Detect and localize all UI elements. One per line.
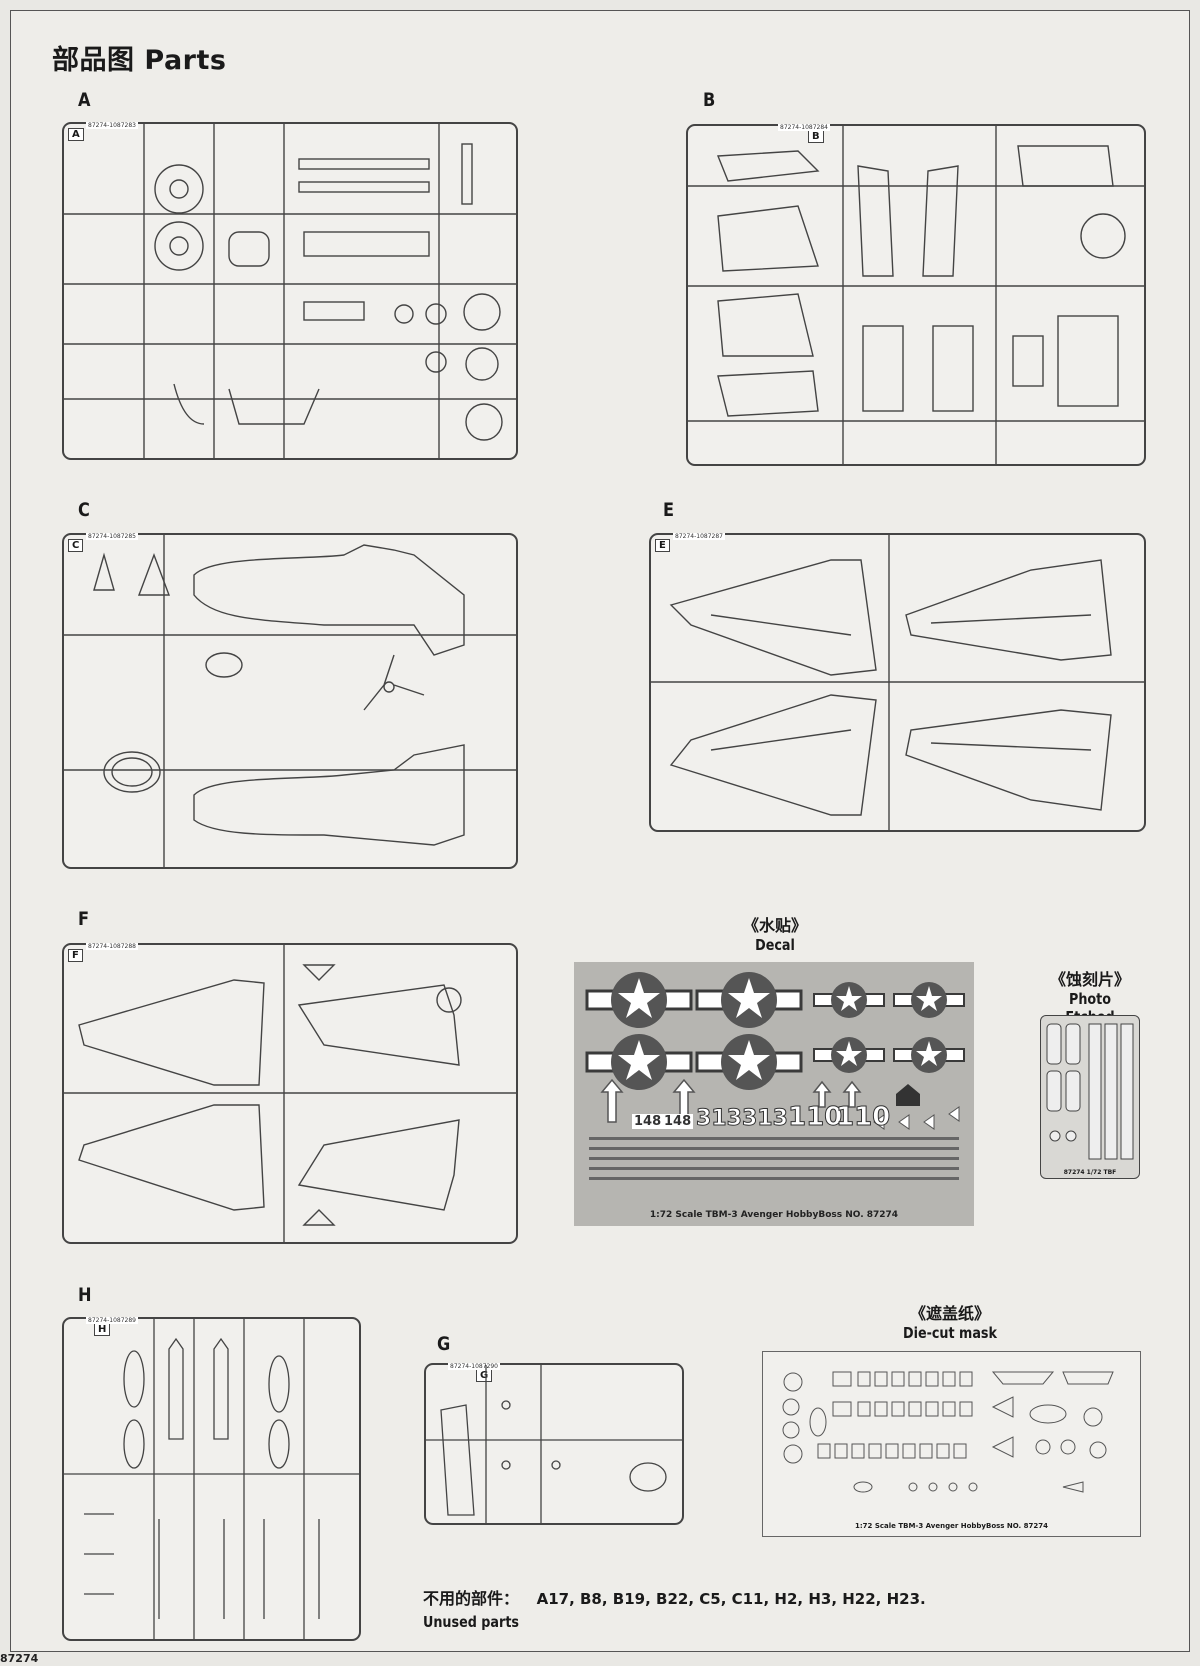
sprue-b-drawing <box>688 126 1144 464</box>
mask-caption: 《遮盖纸》 Die-cut mask <box>880 1300 1020 1342</box>
sprue-c-tag: C <box>68 539 84 552</box>
sprue-f-drawing <box>64 945 516 1242</box>
decal-number-110a: 110 <box>787 1102 843 1133</box>
decal-sheet: 148 148 313 313 110 110 1:72 Scale TBM-3… <box>574 962 974 1226</box>
decal-number-148a: 148 <box>632 1114 664 1129</box>
sprue-f-tag: F <box>68 949 83 962</box>
mask-pieces <box>782 1371 1114 1493</box>
page-title: 部品图 Parts <box>52 45 227 76</box>
sprue-h: H 87274-1087289 <box>62 1317 361 1641</box>
mask-title-cn: 《遮盖纸》 <box>909 1304 990 1323</box>
decal-number-110b: 110 <box>835 1102 891 1133</box>
sprue-e-code: 87274-1087287 <box>673 533 725 540</box>
unused-parts: 不用的部件： A17, B8, B19, B22, C5, C11, H2, H… <box>423 1585 926 1631</box>
sprue-g-letter: G <box>437 1333 451 1355</box>
sprue-e-letter: E <box>663 499 675 521</box>
die-cut-mask-sheet: 1:72 Scale TBM-3 Avenger HobbyBoss NO. 8… <box>762 1351 1141 1537</box>
pe-parts <box>1046 1023 1134 1160</box>
sprue-a: A 87274-1087283 <box>62 122 518 460</box>
sprue-a-code: 87274-1087283 <box>86 122 138 129</box>
sprue-e: E 87274-1087287 <box>649 533 1146 832</box>
sprue-b-letter: B <box>703 89 716 111</box>
sprue-h-drawing <box>64 1319 359 1639</box>
unused-label-cn: 不用的部件： <box>423 1589 520 1608</box>
sprue-f-code: 87274-1087288 <box>86 943 138 950</box>
page-number: 87274 <box>0 1652 39 1665</box>
photo-etched-fret: 87274 1/72 TBF <box>1040 1015 1140 1179</box>
sprue-c-drawing <box>64 535 516 867</box>
mask-footer: 1:72 Scale TBM-3 Avenger HobbyBoss NO. 8… <box>854 1522 1049 1530</box>
sprue-a-drawing <box>64 124 516 458</box>
sprue-g-code: 87274-1087290 <box>448 1363 500 1370</box>
sprue-c-code: 87274-1087285 <box>86 533 138 540</box>
sprue-h-letter: H <box>78 1284 92 1306</box>
sprue-b-code: 87274-1087284 <box>778 124 830 131</box>
sprue-f-letter: F <box>78 908 90 930</box>
decal-title-en: Decal <box>755 936 795 954</box>
decal-title-cn: 《水贴》 <box>742 916 807 935</box>
sprue-a-tag: A <box>68 128 84 141</box>
sprue-c: C 87274-1087285 <box>62 533 518 869</box>
sprue-c-letter: C <box>78 499 90 521</box>
decal-number-313b: 313 <box>742 1106 789 1132</box>
decal-insignias <box>585 972 965 1180</box>
unused-list: A17, B8, B19, B22, C5, C11, H2, H3, H22,… <box>536 1590 926 1608</box>
sprue-h-code: 87274-1087289 <box>86 1317 138 1324</box>
sprue-h-tag: H <box>94 1323 111 1336</box>
decal-caption: 《水贴》 Decal <box>735 912 815 954</box>
pe-title-cn: 《蚀刻片》 <box>1049 970 1130 989</box>
sprue-e-tag: E <box>655 539 670 552</box>
decal-footer: 1:72 Scale TBM-3 Avenger HobbyBoss NO. 8… <box>649 1210 899 1220</box>
sprue-f: F 87274-1087288 <box>62 943 518 1244</box>
unused-label-en: Unused parts <box>423 1613 520 1631</box>
sprue-a-letter: A <box>78 89 91 111</box>
sprue-b: B 87274-1087284 <box>686 124 1146 466</box>
decal-number-148b: 148 <box>662 1114 694 1129</box>
sprue-g: G 87274-1087290 <box>424 1363 684 1525</box>
sprue-g-drawing <box>426 1365 682 1523</box>
sprue-e-drawing <box>651 535 1144 830</box>
decal-number-313a: 313 <box>696 1106 743 1132</box>
mask-title-en: Die-cut mask <box>902 1324 998 1342</box>
pe-footer: 87274 1/72 TBF <box>1063 1169 1117 1176</box>
